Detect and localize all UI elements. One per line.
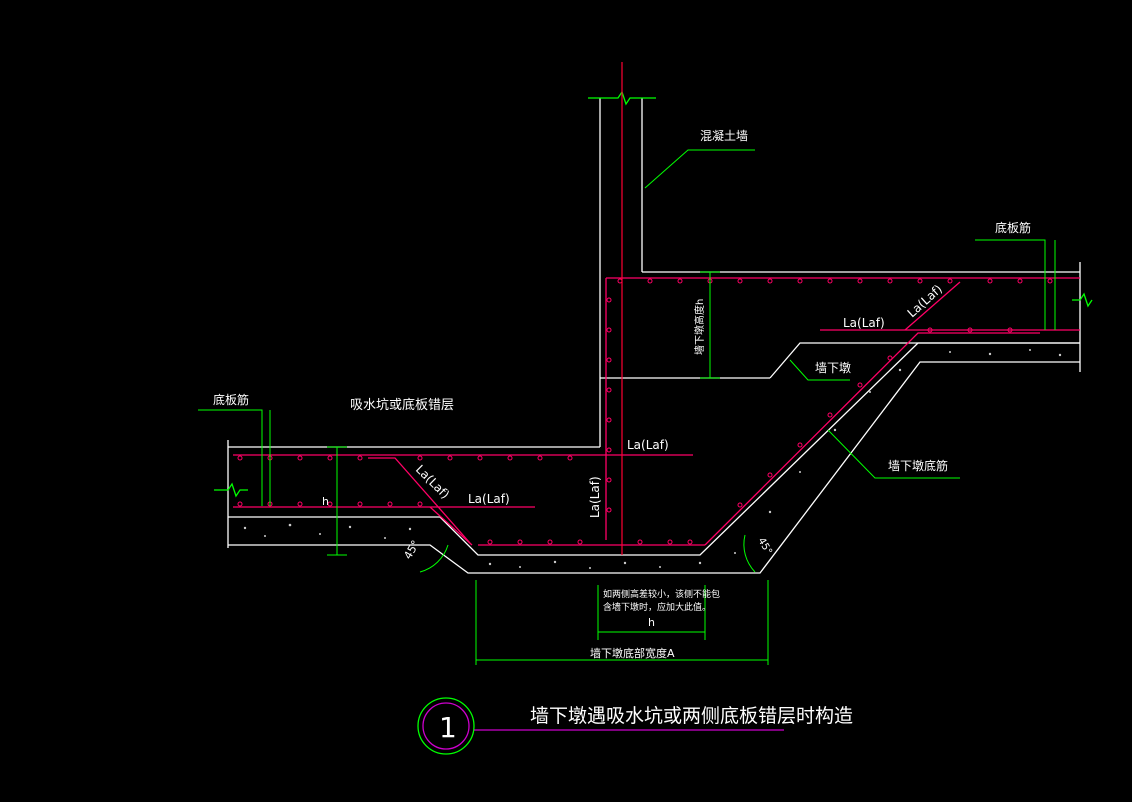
detail-number: 1 [439, 711, 457, 744]
label-pier-bottom-bar: 墙下墩底筋 [888, 458, 948, 473]
detail-marker: 1 [417, 697, 475, 755]
label-la-top-right: La(Laf) [843, 316, 885, 330]
rebar-lines [233, 277, 1080, 546]
drawing-title: 墙下墩遇吸水坑或两侧底板错层时构造 [530, 705, 853, 727]
label-angle-right: 45° [755, 536, 773, 557]
label-la-vertical: La(Laf) [588, 476, 602, 518]
label-width-a: 墙下墩底部宽度A [590, 646, 675, 660]
leader-lines [198, 149, 1056, 665]
label-bottom-bar-left: 底板筋 [213, 392, 249, 407]
label-concrete-wall: 混凝土墙 [700, 128, 748, 143]
label-angle-left: 45° [401, 538, 422, 561]
label-la-mid: La(Laf) [627, 438, 669, 452]
label-pier-height: 墙下墩高度h [693, 299, 706, 355]
label-sump-or-step: 吸水坑或底板错层 [350, 397, 454, 413]
label-under-wall-pier: 墙下墩 [815, 361, 851, 375]
label-la-slope-left: La(Laf) [413, 462, 452, 501]
label-la-bottom-left: La(Laf) [468, 492, 510, 506]
rebar-dots [237, 278, 1053, 545]
label-h-bottom: h [648, 616, 655, 629]
note-line-2: 含墙下墩时，应加大此值。 [603, 601, 711, 613]
concrete-texture [243, 349, 1062, 569]
note-line-1: 如两侧高差较小，该侧不能包 [603, 588, 720, 600]
label-bottom-bar-right: 底板筋 [995, 220, 1031, 235]
label-h-left: h [322, 495, 329, 508]
